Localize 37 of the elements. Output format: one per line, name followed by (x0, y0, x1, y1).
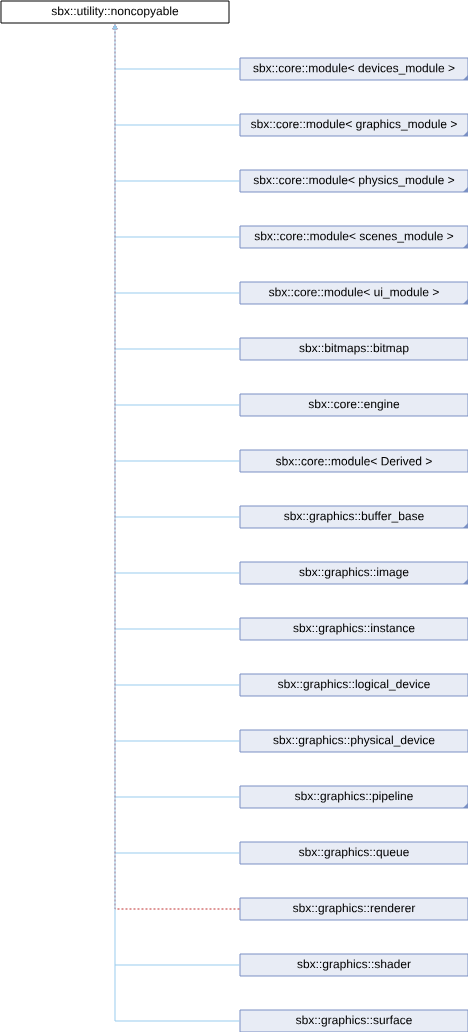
class-box: sbx::utility::noncopyable (0, 0, 230, 24)
class-box: sbx::core::module< ui_module > (239, 281, 468, 305)
class-box: sbx::graphics::image (239, 561, 468, 585)
class-box: sbx::core::module< Derived > (239, 449, 468, 473)
class-box: sbx::graphics::renderer (239, 897, 468, 921)
connector-line (114, 348, 240, 350)
connector-line (114, 1020, 240, 1022)
connector-line (114, 124, 240, 126)
class-box: sbx::graphics::logical_device (239, 673, 468, 697)
connector-line (114, 236, 240, 238)
class-box: sbx::bitmaps::bitmap (239, 337, 468, 361)
connector-line (114, 684, 240, 686)
class-box: sbx::graphics::physical_device (239, 729, 468, 753)
connector-line (114, 852, 240, 854)
class-box: sbx::core::module< graphics_module > (239, 113, 468, 137)
class-box: sbx::core::engine (239, 393, 468, 417)
class-box: sbx::graphics::surface (239, 1009, 468, 1032)
connector-line (114, 628, 240, 630)
class-box: sbx::graphics::queue (239, 841, 468, 865)
inheritance-arrow (112, 24, 118, 1022)
connector-line (114, 292, 240, 294)
connector-line (114, 964, 240, 966)
connector-line (114, 740, 240, 742)
connector-line (114, 572, 240, 574)
connector-line (114, 404, 240, 406)
connector-line (114, 180, 240, 182)
class-box: sbx::graphics::shader (239, 953, 468, 977)
connector-line (114, 460, 240, 462)
class-box: sbx::core::module< scenes_module > (239, 225, 468, 249)
connector-line (114, 68, 240, 70)
class-box: sbx::core::module< devices_module > (239, 57, 468, 81)
class-box: sbx::graphics::buffer_base (239, 505, 468, 529)
class-box: sbx::graphics::instance (239, 617, 468, 641)
connector-line (114, 796, 240, 798)
class-box: sbx::core::module< physics_module > (239, 169, 468, 193)
class-box: sbx::graphics::pipeline (239, 785, 468, 809)
connector-line (114, 516, 240, 518)
